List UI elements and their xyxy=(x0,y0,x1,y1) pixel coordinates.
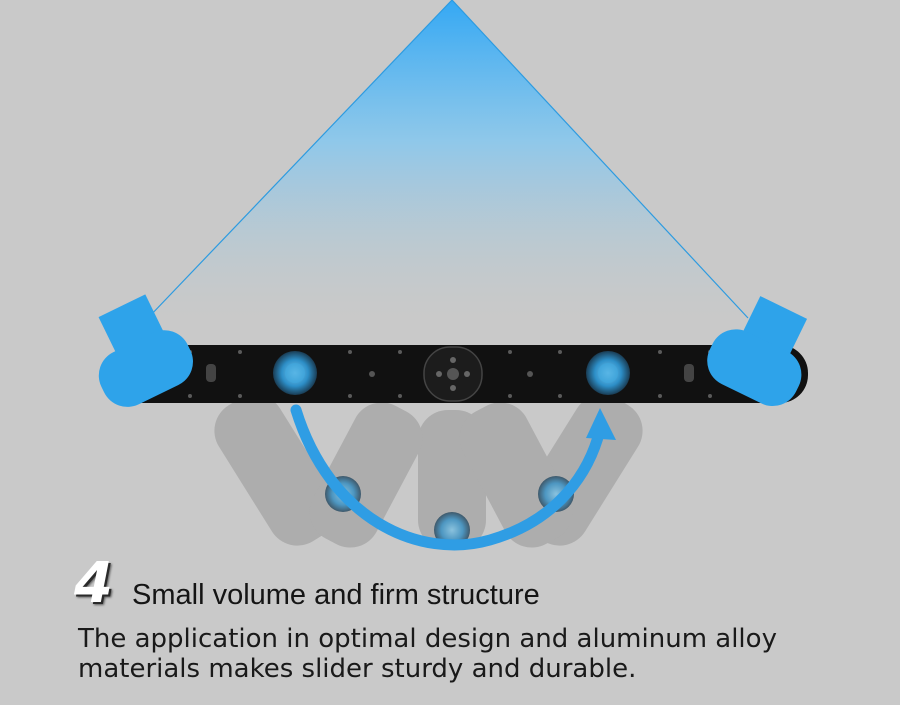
camera-mount-block-left xyxy=(98,294,193,407)
light-cone xyxy=(148,0,748,318)
feature-description: The application in optimal design and al… xyxy=(78,624,878,684)
camera-mount-block-right xyxy=(707,296,808,407)
feature-title: Small volume and firm structure xyxy=(132,579,540,611)
swing-arc-arrow xyxy=(290,404,606,551)
slider-rail xyxy=(108,345,808,403)
feature-description-line-2: materials makes slider sturdy and durabl… xyxy=(78,654,637,684)
product-illustration xyxy=(98,0,808,551)
feature-number: 4 xyxy=(74,551,113,616)
feature-description-line-1: The application in optimal design and al… xyxy=(78,624,777,654)
